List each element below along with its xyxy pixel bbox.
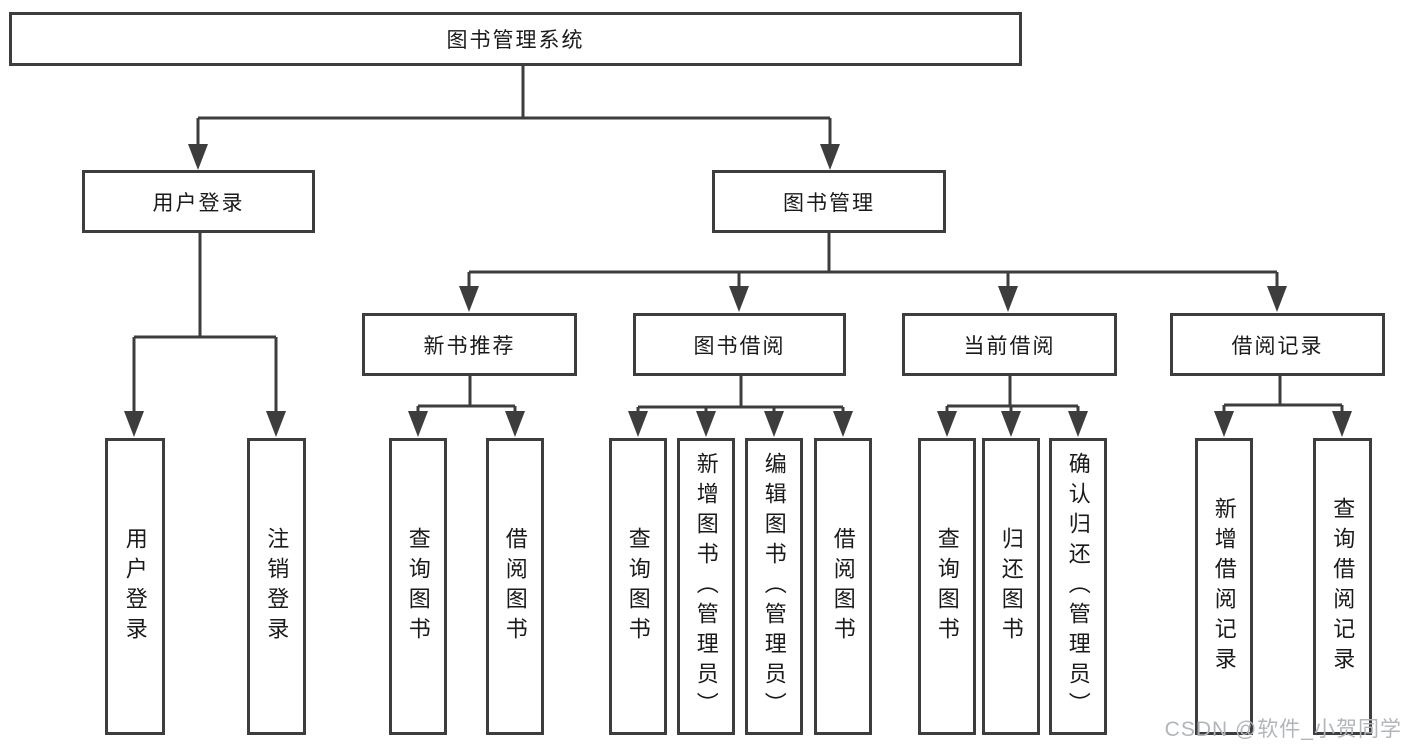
csdn-watermark: CSDN @软件_小贺同学	[1164, 718, 1402, 741]
node-label: 借阅记录	[1231, 334, 1324, 358]
node-label: 新书推荐	[423, 334, 516, 358]
leaf-edit-books-admin: 编辑图书（管理员）	[745, 438, 803, 735]
leaf-borrow-books: 借阅图书	[814, 438, 872, 735]
node-borrow-records: 借阅记录	[1170, 313, 1385, 376]
connector-root-to-level2	[188, 64, 840, 170]
node-label: 图书管理	[783, 191, 875, 215]
node-label: 图书管理系统	[446, 29, 585, 52]
node-label: 图书借阅	[693, 334, 786, 358]
node-label: 当前借阅	[963, 334, 1056, 358]
node-label: 编辑图书（管理员）	[761, 451, 787, 722]
leaf-query-books-current: 查询图书	[918, 438, 976, 735]
node-label: 用户登录	[152, 191, 245, 215]
leaf-add-borrow-record: 新增借阅记录	[1195, 438, 1253, 735]
leaf-return-books: 归还图书	[982, 438, 1040, 735]
node-label: 查询图书	[934, 526, 960, 647]
node-label: 查询图书	[625, 526, 651, 647]
node-label: 新增借阅记录	[1211, 496, 1237, 677]
node-label: 查询图书	[405, 526, 431, 647]
node-user-login: 用户登录	[82, 170, 315, 233]
leaf-logout: 注销登录	[247, 438, 306, 735]
leaf-add-books-admin: 新增图书（管理员）	[677, 438, 735, 735]
connector-current-to-leaves	[937, 376, 1088, 437]
leaf-confirm-return-admin: 确认归还（管理员）	[1049, 438, 1107, 735]
node-label: 借阅图书	[830, 526, 856, 647]
node-label: 新增图书（管理员）	[693, 451, 719, 722]
node-label: 归还图书	[998, 526, 1024, 647]
node-label: 注销登录	[264, 526, 290, 647]
node-label: 确认归还（管理员）	[1065, 451, 1091, 722]
connector-newbook-to-leaves	[408, 376, 525, 437]
node-label: 查询借阅记录	[1330, 496, 1356, 677]
node-label: 借阅图书	[502, 526, 528, 647]
connector-userlogin-to-leaves	[124, 233, 286, 437]
node-root-library-system: 图书管理系统	[9, 12, 1022, 66]
node-current-borrow: 当前借阅	[902, 313, 1117, 376]
connector-borrow-to-leaves	[628, 376, 853, 437]
leaf-user-login: 用户登录	[105, 438, 165, 735]
leaf-query-books-recommend: 查询图书	[389, 438, 447, 735]
node-new-book-recommend: 新书推荐	[362, 313, 577, 376]
leaf-query-books-borrow: 查询图书	[609, 438, 667, 735]
leaf-borrow-books-recommend: 借阅图书	[486, 438, 544, 735]
node-book-management: 图书管理	[712, 170, 946, 233]
connector-records-to-leaves	[1214, 375, 1352, 437]
node-label: 用户登录	[122, 526, 148, 647]
node-book-borrow: 图书借阅	[633, 313, 846, 376]
connector-bookmgmt-to-level3	[459, 233, 1287, 312]
leaf-query-borrow-record: 查询借阅记录	[1313, 438, 1372, 735]
